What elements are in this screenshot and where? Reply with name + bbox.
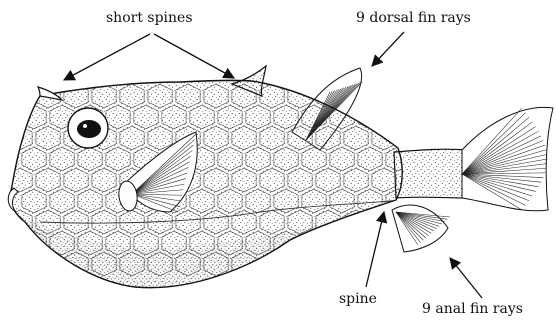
arrow-short-spines-front <box>64 34 150 80</box>
arrow-spine <box>366 212 384 287</box>
fish-body <box>0 81 410 301</box>
caudal-peduncle <box>394 149 466 198</box>
arrow-dorsal-fin-rays <box>372 32 404 66</box>
arrow-short-spines-rear <box>154 34 234 78</box>
label-spine: spine <box>339 292 377 306</box>
tail-fin <box>462 107 553 210</box>
anal-fin <box>392 205 450 252</box>
label-anal-fin-rays: 9 anal fin rays <box>422 302 523 316</box>
label-dorsal-fin-rays: 9 dorsal fin rays <box>356 11 471 25</box>
arrow-anal-fin-rays <box>450 258 482 298</box>
label-short-spines: short spines <box>106 11 193 25</box>
eye <box>68 108 108 148</box>
